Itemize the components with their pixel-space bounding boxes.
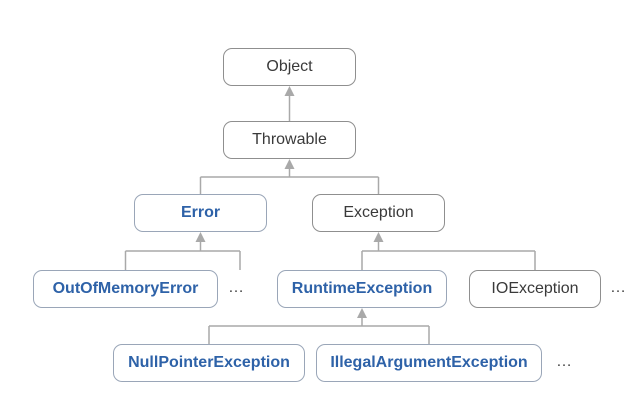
node-exception: Exception — [312, 194, 445, 232]
node-exception-label: Exception — [343, 204, 414, 221]
node-out-of-memory-error-label: OutOfMemoryError — [52, 280, 199, 297]
error-subclasses-ellipsis: … — [228, 279, 245, 296]
node-error-label: Error — [180, 204, 221, 221]
node-illegal-argument-exception-label: IllegalArgumentException — [330, 354, 528, 371]
node-illegal-argument-exception: IllegalArgumentException — [316, 344, 542, 382]
runtime-subclasses-ellipsis: … — [556, 353, 573, 370]
node-io-exception-label: IOException — [491, 280, 579, 297]
node-throwable-label: Throwable — [252, 131, 327, 148]
node-out-of-memory-error: OutOfMemoryError — [33, 270, 218, 308]
exception-subclasses-ellipsis: … — [610, 279, 627, 296]
node-null-pointer-exception-label: NullPointerException — [128, 354, 290, 371]
node-object: Object — [223, 48, 356, 86]
node-object-label: Object — [266, 58, 313, 75]
node-runtime-exception-label: RuntimeException — [291, 280, 433, 297]
node-error: Error — [134, 194, 267, 232]
node-throwable: Throwable — [223, 121, 356, 159]
node-io-exception: IOException — [469, 270, 601, 308]
node-runtime-exception: RuntimeException — [277, 270, 447, 308]
node-null-pointer-exception: NullPointerException — [113, 344, 305, 382]
